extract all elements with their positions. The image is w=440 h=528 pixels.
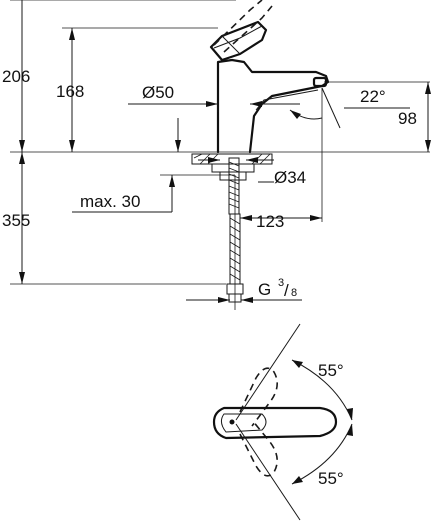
threaded-rod	[228, 157, 240, 215]
lever-raised-dashed-2	[223, 5, 273, 53]
angle-line-upper	[235, 323, 301, 421]
faucet-body-outline	[216, 58, 330, 154]
label-lever-angle-bottom: 55°	[318, 469, 344, 488]
lever-dashed-upper	[239, 367, 278, 427]
label-spout-angle: 22°	[360, 87, 386, 106]
thread-fraction-slash: /	[284, 281, 289, 300]
label-connection-num: 3	[278, 277, 284, 289]
label-projection: 123	[256, 212, 284, 231]
faucet-top-view: 55° 55°	[212, 323, 353, 521]
label-spout-height: 168	[56, 82, 84, 101]
lever-raised-dashed	[213, 0, 263, 46]
dim-hole-diameter: Ø34	[198, 157, 306, 187]
label-below-deck: 355	[2, 211, 30, 230]
lever-top-outline	[212, 406, 338, 440]
dim-spout-angle: 22°	[289, 87, 410, 129]
label-lever-angle-top: 55°	[318, 361, 344, 380]
label-body-diameter: Ø50	[142, 83, 174, 102]
label-outlet-height: 98	[398, 109, 417, 128]
lever-outline	[209, 20, 268, 62]
angle-line-lower	[235, 423, 301, 521]
dim-connection-thread: G 3 / 8	[186, 277, 302, 303]
label-total-height: 206	[2, 67, 30, 86]
dim-206: 206	[2, 0, 30, 152]
lever-hole	[229, 419, 235, 425]
dim-98: 98	[398, 82, 431, 152]
dim-max-30: max. 30	[72, 174, 235, 213]
label-connection-prefix: G	[258, 280, 271, 299]
dim-123: 123	[240, 212, 322, 231]
dim-168: 168	[56, 28, 84, 152]
dim-355: 355	[2, 152, 30, 284]
dim-body-diameter: Ø50	[128, 83, 300, 107]
label-hole-diameter: Ø34	[274, 168, 306, 187]
dim-deck-tick	[175, 118, 181, 152]
label-connection-den: 8	[291, 287, 297, 299]
lever-top-inner	[220, 413, 267, 433]
spout-inner-line	[255, 89, 319, 111]
label-max-deck-thickness: max. 30	[80, 192, 140, 211]
lever-dashed-lower	[239, 419, 278, 477]
faucet-side-view: 206 168 Ø50 22° 98	[2, 0, 431, 310]
